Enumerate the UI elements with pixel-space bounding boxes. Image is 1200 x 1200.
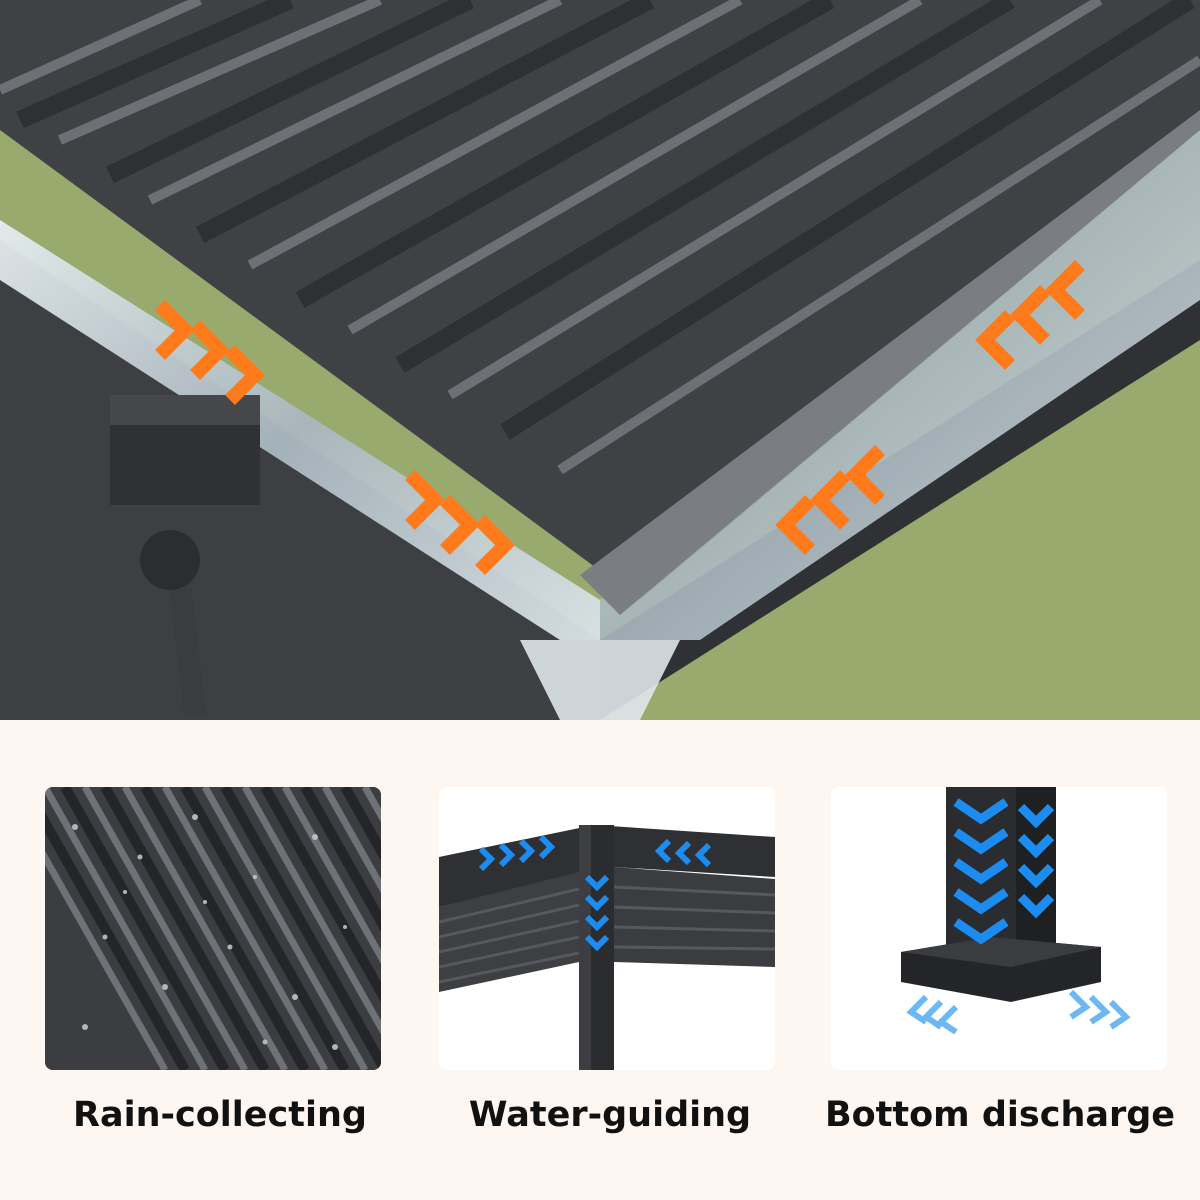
water-guiding-caption: Water-guiding	[468, 1095, 752, 1135]
blue-down-chevrons-icon	[953, 798, 1055, 945]
pergola-frame-icon	[439, 787, 775, 1070]
water-guiding-panel	[439, 787, 775, 1070]
discharge-arrows-icon	[906, 989, 1131, 1035]
hero-illustration	[0, 0, 1200, 720]
orange-chevron-arrows-icon-right	[775, 260, 1085, 555]
pergola-gutter-illustration	[0, 0, 1200, 720]
wet-louver-texture-icon	[45, 787, 381, 1070]
actuator-joint	[140, 530, 200, 590]
water-outlet	[520, 640, 680, 720]
orange-chevron-arrows-icon	[155, 300, 515, 575]
blue-chevron-arrows-icon	[478, 834, 712, 952]
post-base-discharge-icon	[831, 787, 1167, 1070]
slat-ridges	[0, 0, 1200, 475]
rain-collecting-panel	[45, 787, 381, 1070]
left-gutter-water	[0, 220, 600, 640]
rain-collecting-caption: Rain-collecting	[73, 1095, 367, 1135]
bottom-discharge-panel	[831, 787, 1167, 1070]
bottom-discharge-caption: Bottom discharge	[824, 1095, 1176, 1135]
